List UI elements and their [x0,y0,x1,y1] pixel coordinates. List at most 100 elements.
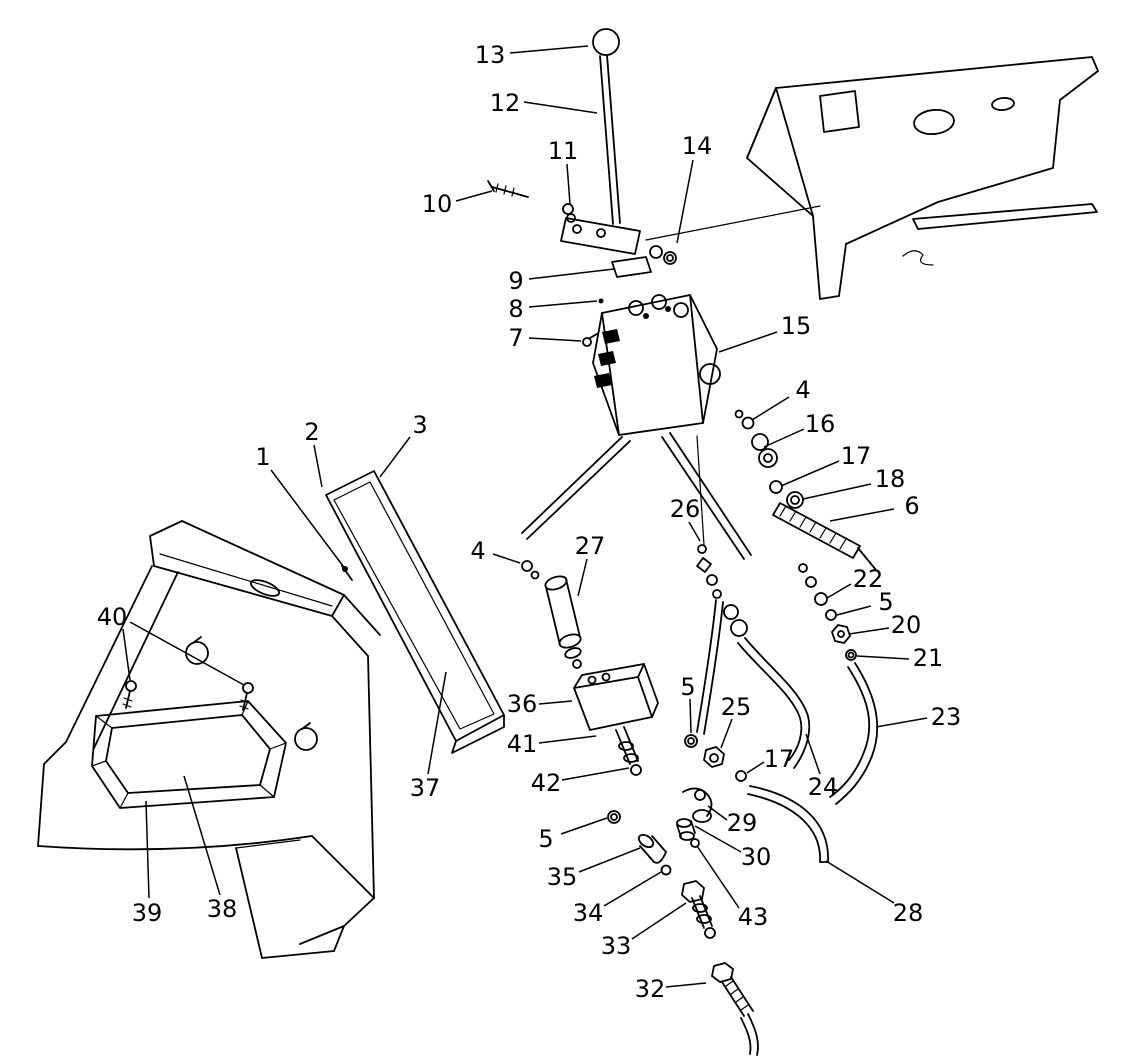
callout-label-35: 35 [547,863,578,891]
lever-assembly [487,28,677,347]
diagram-artwork [37,28,1099,1056]
callout-leader-33 [631,902,687,940]
lever-bracket [560,217,641,255]
fitting-25 [703,746,725,768]
spacer-30 [676,818,692,828]
fitting-18 [786,491,804,509]
callout-label-39: 39 [132,899,163,927]
callout-leader-14 [676,159,694,244]
callout-label-3: 3 [412,411,427,439]
callout-leader-43 [696,845,740,909]
hole-lower [294,727,318,751]
washer-42 [630,764,642,776]
callout-leader-9 [528,268,615,280]
ring-21 [845,649,857,661]
callout-label-20: 20 [891,611,922,639]
ring-34 [660,864,672,876]
bottom-fittings [637,734,829,1056]
callout-label-16: 16 [805,410,836,438]
callout-leader-2 [313,444,323,488]
callout-label-5: 5 [538,825,553,853]
callout-leader-38 [183,775,221,896]
callout-label-34: 34 [573,899,604,927]
callout-label-5: 5 [878,588,893,616]
callout-leader-39 [145,800,150,899]
callout-leader-24 [805,733,821,775]
hose-23 [835,662,879,805]
callout-leader-4 [751,396,790,421]
point-8 [598,298,604,304]
callout-leader-29 [707,805,728,821]
nut-5-lower [607,810,621,824]
ring-22 [814,592,828,606]
callout-leader-12 [523,101,598,114]
callout-label-17: 17 [841,442,872,470]
callout-leader-5 [560,817,608,835]
nut-5 [825,609,837,621]
callout-label-17: 17 [764,745,795,773]
bolt-10 [491,186,529,198]
valve-27 [521,560,582,669]
callout-leader-17 [746,761,765,774]
fitting-chain-center [696,544,811,769]
callout-label-4: 4 [795,376,810,404]
callout-leader-8 [528,300,598,308]
callout-label-42: 42 [531,769,562,797]
fitting-chain-right [734,409,879,805]
callout-label-33: 33 [601,932,632,960]
callout-label-13: 13 [475,41,506,69]
callout-label-29: 29 [727,809,758,837]
ring-5-bottom [684,734,698,748]
callout-leader-11 [566,163,571,205]
callout-leader-30 [694,825,742,853]
callout-leader-35 [578,847,641,873]
hose-24 [744,637,811,769]
callout-leader-17 [780,460,840,487]
callout-leader-34 [603,871,662,907]
callout-leader-22 [826,583,852,599]
callout-label-41: 41 [507,730,538,758]
callout-label-37: 37 [410,774,441,802]
callout-label-24: 24 [808,773,839,801]
callout-label-8: 8 [508,295,523,323]
floor-edge [37,741,67,847]
callout-leader-16 [763,428,805,448]
callout-leader-20 [848,627,890,635]
callout-label-15: 15 [781,312,812,340]
callout-label-23: 23 [931,703,962,731]
callout-leader-3 [379,436,411,478]
lever-knob [592,28,620,56]
bracket-plate [611,256,652,278]
callout-leader-21 [856,655,910,660]
console-assembly [37,520,381,959]
nut-11 [562,203,574,215]
callout-label-36: 36 [507,690,538,718]
callout-label-30: 30 [741,843,772,871]
callout-label-26: 26 [670,495,701,523]
callout-label-4: 4 [470,537,485,565]
ring-17-bottom [735,770,747,782]
callout-label-43: 43 [738,903,769,931]
fender-panel [645,56,1099,300]
part-43 [690,838,700,848]
callout-label-25: 25 [721,693,752,721]
callout-leader-40 [122,628,131,681]
callout-label-18: 18 [875,465,906,493]
hole-upper [185,641,209,665]
elbow-29 [682,787,713,817]
callout-leader-5 [689,698,692,734]
callout-label-12: 12 [490,89,521,117]
callout-leader-36 [538,700,573,705]
callout-label-1: 1 [255,443,270,471]
rod-6 [772,502,861,559]
callout-leader-6 [829,508,895,522]
tube-35 [637,833,655,849]
control-valve [521,294,752,560]
ring-17 [769,480,783,494]
callout-label-40: 40 [97,603,128,631]
callout-label-5: 5 [680,673,695,701]
callout-leader-41 [538,735,597,744]
callout-leader-25 [720,718,733,749]
